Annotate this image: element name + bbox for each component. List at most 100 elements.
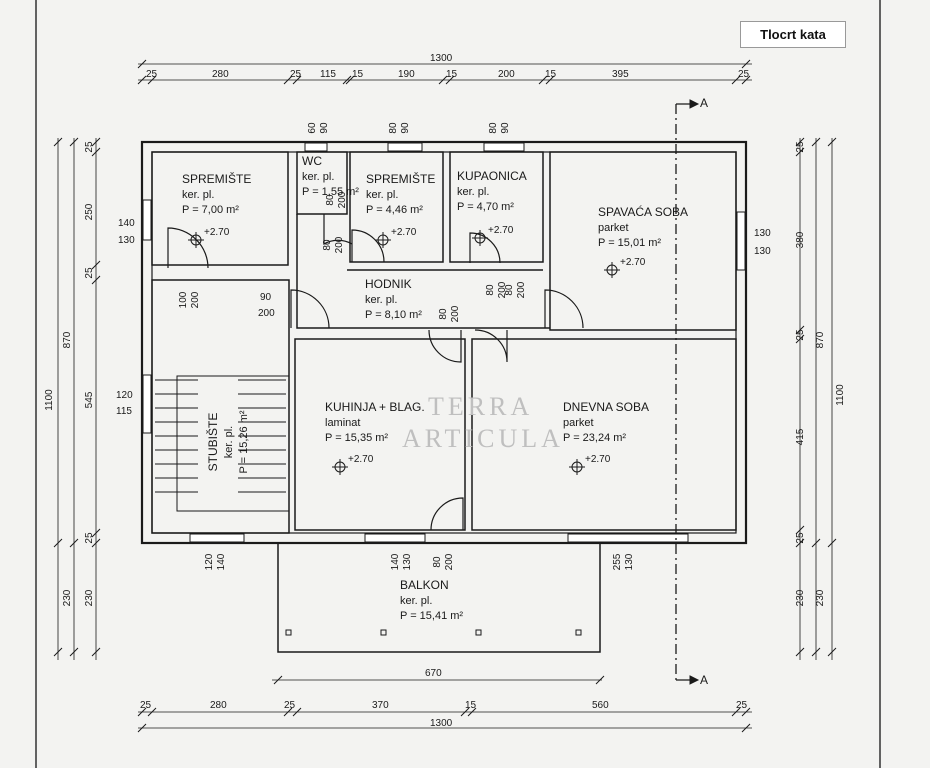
dim-door-corridor: 200 (258, 308, 275, 319)
level-mark-symbol (569, 459, 585, 475)
level-mark-symbol (472, 230, 488, 246)
dim-bottom-total: 1300 (430, 718, 453, 729)
dim-bottom-segment: 370 (372, 700, 389, 711)
dimension-tick (741, 723, 751, 733)
dim-window-bathroom: 80 (488, 122, 499, 134)
watermark-line-2: ARTICULA (402, 424, 564, 453)
dimension-tick (283, 75, 293, 85)
section-mark-top: A (700, 96, 708, 110)
dim-right-230: 230 (815, 589, 826, 606)
dimension-tick (827, 137, 837, 147)
dim-door-living: 200 (497, 281, 508, 298)
dimension-tick (69, 647, 79, 657)
dimension-tick (795, 334, 805, 344)
dim-bottom-segment: 25 (736, 700, 748, 711)
dimension-tick (69, 538, 79, 548)
dim-left-segment: 25 (84, 532, 95, 544)
dimension-tick (827, 538, 837, 548)
dim-right-870: 870 (815, 331, 826, 348)
dimension-tick (795, 325, 805, 335)
dimension-tick (91, 137, 101, 147)
plan-title-badge: Tlocrt kata (740, 21, 846, 48)
room-floor-kupaonica: ker. pl. (457, 186, 489, 198)
room-area-spremiste2: P = 4,46 m² (366, 204, 423, 216)
dim-left-total: 1100 (44, 389, 55, 411)
room-floor-wc: ker. pl. (302, 171, 334, 183)
dim-door-storage2: 200 (334, 236, 345, 253)
room-name-spremiste2: SPREMIŠTE (366, 171, 435, 186)
dim-left-segment: 25 (84, 267, 95, 279)
dim-bottom-segment: 280 (210, 700, 227, 711)
dim-right-segment: 230 (795, 589, 806, 606)
dimension-tick (91, 538, 101, 548)
dim-window-bedroom: 130 (754, 246, 771, 257)
dim-top-segment: 280 (212, 69, 229, 80)
dim-door-bathroom: 200 (516, 281, 527, 298)
room-floor-balkon: ker. pl. (400, 595, 432, 607)
dimension-tick (795, 525, 805, 535)
dim-window-kitchen: 130 (402, 553, 413, 570)
dim-door-balcony: 80 (432, 556, 443, 568)
dim-door-corridor: 90 (260, 292, 272, 303)
room-name-hodnik: HODNIK (365, 277, 412, 291)
dim-window-storage-left: 140 (118, 218, 135, 229)
dimension-tick (545, 75, 555, 85)
dim-right-segment: 25 (795, 329, 806, 341)
room-name-stubiste: STUBIŠTE (205, 413, 220, 472)
dim-door-storage2: 80 (322, 239, 333, 251)
dim-top-segment: 15 (545, 69, 557, 80)
stair-treads (155, 379, 286, 493)
dim-top-segment: 15 (446, 69, 458, 80)
level-mark-label: +2.70 (620, 257, 646, 268)
dim-door-living: 80 (485, 284, 496, 296)
dimension-tick (147, 707, 157, 717)
room-floor-spavaca: parket (598, 222, 629, 234)
dim-window-living: 255 (612, 553, 623, 570)
dimension-tick (811, 538, 821, 548)
dim-window-stair: 140 (216, 553, 227, 570)
dimension-tick (795, 647, 805, 657)
dimension-tick (292, 75, 302, 85)
room-area-hodnik: P = 8,10 m² (365, 309, 422, 321)
dim-door-kitchen: 80 (438, 308, 449, 320)
dimension-tick (137, 707, 147, 717)
level-mark-label: +2.70 (348, 454, 374, 465)
dimension-tick (91, 260, 101, 270)
dim-top-segment: 190 (398, 69, 415, 80)
room-floor-hodnik: ker. pl. (365, 294, 397, 306)
dimension-tick (91, 647, 101, 657)
room-name-spavaca: SPAVAĆA SOBA (598, 204, 688, 219)
dim-bottom-segment: 25 (284, 700, 296, 711)
dim-bottom-segment: 560 (592, 700, 609, 711)
room-area-dnevna: P = 23,24 m² (563, 432, 626, 444)
dimension-tick (69, 137, 79, 147)
dim-balcony-width: 670 (425, 668, 442, 679)
dimension-tick (467, 707, 477, 717)
room-area-spavaca: P = 15,01 m² (598, 237, 661, 249)
dim-window-wc: 90 (319, 122, 330, 134)
dim-window-living: 130 (624, 553, 635, 570)
balcony-posts (285, 629, 582, 636)
dim-window-bedroom: 130 (754, 228, 771, 239)
level-mark-label: +2.70 (488, 225, 514, 236)
dimension-tick (827, 647, 837, 657)
dimension-tick (137, 723, 147, 733)
dimension-tick (283, 707, 293, 717)
dimension-tick (795, 538, 805, 548)
dim-top-segment: 200 (498, 69, 515, 80)
dimension-tick (741, 75, 751, 85)
dimension-tick (795, 137, 805, 147)
level-mark-label: +2.70 (204, 227, 230, 238)
dim-window-stair-left: 115 (116, 406, 132, 417)
room-area-kuhinja: P = 15,35 m² (325, 432, 388, 444)
dimension-tick (741, 59, 751, 69)
dimension-tick (811, 137, 821, 147)
section-line-a (675, 99, 700, 685)
dimension-tick (137, 75, 147, 85)
dim-window-storage: 80 (388, 122, 399, 134)
dim-bottom-segment: 15 (465, 700, 477, 711)
dim-top-segment: 15 (352, 69, 364, 80)
